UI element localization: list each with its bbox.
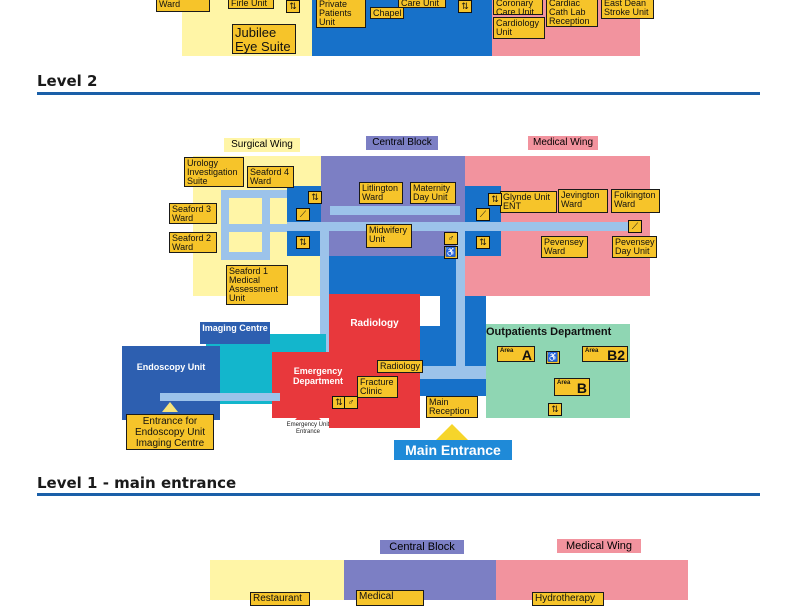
wing-label-surgical: Surgical Wing: [224, 138, 300, 152]
label-litlington: Litlington Ward: [359, 182, 403, 204]
label-fracture-clinic: Fracture Clinic: [357, 376, 398, 398]
label-urology: Urology Investigation Suite: [184, 157, 244, 187]
stairs-icon: ⟋: [628, 220, 642, 233]
area-a-letter: A: [521, 347, 532, 362]
label-firle-unit: Firle Unit: [228, 0, 274, 9]
area-b-letter: B: [576, 380, 587, 396]
label-jevington: Jevington Ward: [558, 189, 608, 213]
wing-label-medical: Medical Wing: [528, 136, 598, 150]
label-glynde: Glynde Unit ENT: [500, 191, 557, 213]
label-main-reception: Main Reception: [426, 396, 478, 418]
stairs-icon: ⟋: [476, 208, 490, 221]
level1-divider: [37, 493, 760, 496]
level1-heading: Level 1 - main entrance: [37, 474, 237, 492]
label-radiology-small: Radiology: [377, 360, 423, 373]
label-east-dean: East Dean Stroke Unit: [601, 0, 654, 19]
emergency-entrance-label: Emergency Unit Entrance: [286, 422, 330, 435]
label-hydrotherapy: Hydrotherapy: [532, 592, 604, 606]
lift-icon: ⇅: [458, 0, 472, 13]
label-seaford-4: Seaford 4 Ward: [247, 166, 294, 188]
l1-wing-label-central: Central Block: [380, 540, 464, 554]
area-b2-prefix: Area: [585, 348, 599, 354]
wing-label-central: Central Block: [366, 136, 438, 150]
main-entrance-banner: Main Entrance: [394, 440, 512, 460]
toilet-icon: ♂: [444, 232, 458, 245]
stairs-icon: ⟋: [296, 208, 310, 221]
label-midwifery: Midwifery Unit: [366, 224, 412, 248]
area-emergency-label: Emergency Department: [292, 366, 343, 386]
label-entrance-endoscopy: Entrance for Endoscopy Unit Imaging Cent…: [126, 414, 214, 450]
label-maternity: Maternity Day Unit: [410, 182, 456, 204]
lift-icon: ⇅: [332, 396, 346, 409]
area-outpatients: [486, 324, 630, 418]
lift-icon: ⇅: [488, 193, 502, 206]
label-private-patients: Private Patients Unit: [316, 0, 366, 28]
label-care-unit: Care Unit: [398, 0, 446, 8]
label-cardiology: Cardiology Unit: [493, 17, 545, 39]
label-seaford-1: Seaford 1 Medical Assessment Unit: [226, 265, 288, 305]
area-radiology-label: Radiology: [350, 318, 399, 329]
label-chapel: Chapel: [370, 7, 404, 19]
area-a-box: Area A: [497, 346, 535, 362]
label-pevensey: Pevensey Ward: [541, 236, 588, 258]
area-b2-letter: B2: [607, 347, 625, 362]
area-endoscopy-label: Endoscopy Unit: [136, 362, 206, 372]
label-jubilee-eye-suite: Jubilee Eye Suite: [232, 24, 296, 54]
toilet-icon: ♂: [344, 396, 358, 409]
label-coronary-care: Coronary Care Unit: [493, 0, 543, 15]
label-seaford-2: Seaford 2 Ward: [169, 232, 217, 253]
area-b-prefix: Area: [557, 380, 571, 386]
accessible-icon: ♿: [546, 351, 560, 364]
l1-wing-label-medical: Medical Wing: [557, 539, 641, 553]
lift-icon: ⇅: [296, 236, 310, 249]
lift-icon: ⇅: [476, 236, 490, 249]
label-medical: Medical: [356, 590, 424, 606]
label-ward-l3: Ward: [156, 0, 210, 12]
level2-heading: Level 2: [37, 72, 98, 90]
lift-icon: ⇅: [548, 403, 562, 416]
lift-icon: ⇅: [308, 191, 322, 204]
label-seaford-3: Seaford 3 Ward: [169, 203, 217, 224]
area-imaging-label: Imaging Centre: [202, 323, 268, 333]
area-b-box: Area B: [554, 378, 590, 396]
outpatients-label: Outpatients Department: [486, 326, 612, 338]
label-folkington: Folkington Ward: [611, 189, 660, 213]
area-b2-box: Area B2: [582, 346, 628, 362]
label-pevensey-day: Pevensey Day Unit: [612, 236, 657, 258]
accessible-icon: ♿: [444, 246, 458, 259]
level2-divider: [37, 92, 760, 95]
endoscopy-entrance-marker: [162, 402, 178, 412]
lift-icon: ⇅: [286, 0, 300, 13]
label-restaurant: Restaurant: [250, 592, 310, 606]
main-entrance-marker: [436, 424, 468, 440]
area-a-prefix: Area: [500, 348, 514, 354]
label-cardiac-cath-lab: Cardiac Cath Lab Reception: [546, 0, 598, 27]
area-imaging-label-box: Imaging Centre: [200, 322, 270, 344]
emergency-entrance-marker: [295, 406, 321, 420]
zone-courtyard: [420, 296, 440, 326]
